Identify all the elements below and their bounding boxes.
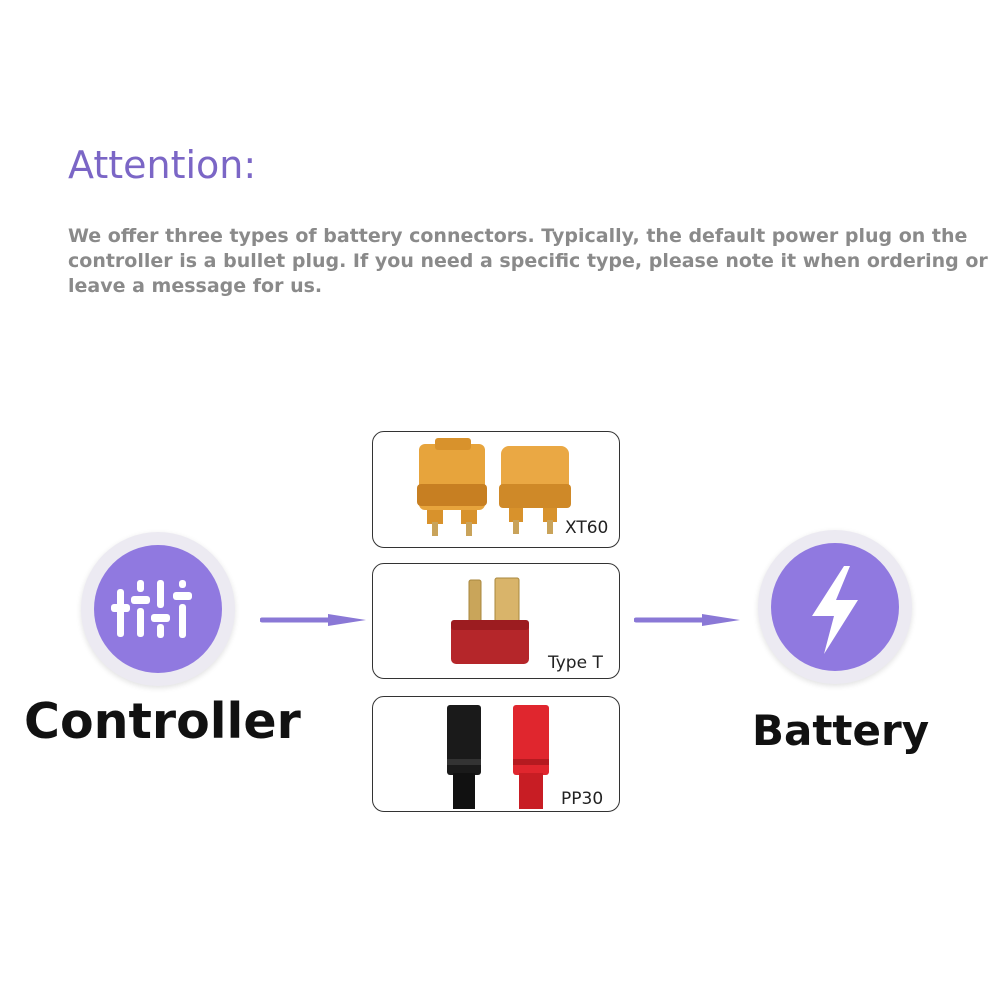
attention-heading: Attention: bbox=[68, 143, 257, 187]
connector-pp30-label: PP30 bbox=[561, 789, 604, 809]
controller-icon bbox=[81, 532, 235, 686]
type-t-connector-image bbox=[451, 577, 529, 664]
connector-xt60-box: XT60 bbox=[372, 431, 620, 548]
connector-xt60-label: XT60 bbox=[565, 518, 609, 538]
battery-label: Battery bbox=[752, 706, 930, 755]
pp30-connector-image bbox=[447, 705, 549, 809]
controller-label: Controller bbox=[24, 693, 301, 750]
attention-note: We offer three types of battery connecto… bbox=[68, 225, 988, 297]
battery-icon bbox=[758, 530, 912, 684]
arrow-right-icon bbox=[260, 614, 366, 626]
lightning-bolt-icon bbox=[812, 566, 858, 654]
connector-type-t-label: Type T bbox=[548, 653, 603, 673]
xt60-connector-image bbox=[417, 438, 571, 536]
sliders-icon bbox=[111, 580, 192, 638]
arrow-right-icon bbox=[634, 614, 740, 626]
connector-type-t-box: Type T bbox=[372, 563, 620, 679]
connector-pp30-box: PP30 bbox=[372, 696, 620, 812]
